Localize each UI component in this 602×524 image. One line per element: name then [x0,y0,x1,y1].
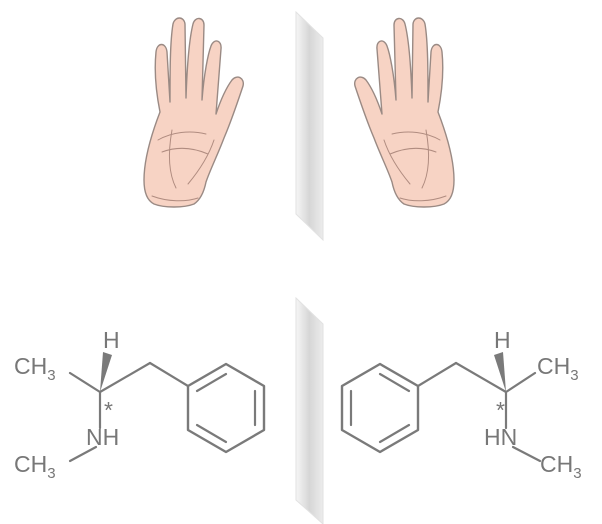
amine-label: NH [86,424,119,450]
methyl-label: CH3 [540,451,582,482]
hydrogen-label: H [103,327,120,353]
methyl-label: CH3 [14,353,56,384]
left-molecule: CH3 H * NH CH3 [14,327,266,482]
benzene-ring [186,362,266,454]
wedge-bond [100,352,112,392]
right-molecule: CH3 H * HN CH3 [340,327,582,482]
hydrogen-label: H [494,327,511,353]
amine-label: HN [484,424,517,450]
wedge-bond [494,352,506,392]
mirror-icon [295,10,324,524]
methyl-label: CH3 [537,353,579,384]
stereocenter-label: * [496,397,505,423]
benzene-ring [340,362,420,454]
right-hand-icon [353,17,455,208]
methyl-label: CH3 [14,451,56,482]
stereocenter-label: * [104,397,113,423]
left-hand-icon [143,17,245,208]
